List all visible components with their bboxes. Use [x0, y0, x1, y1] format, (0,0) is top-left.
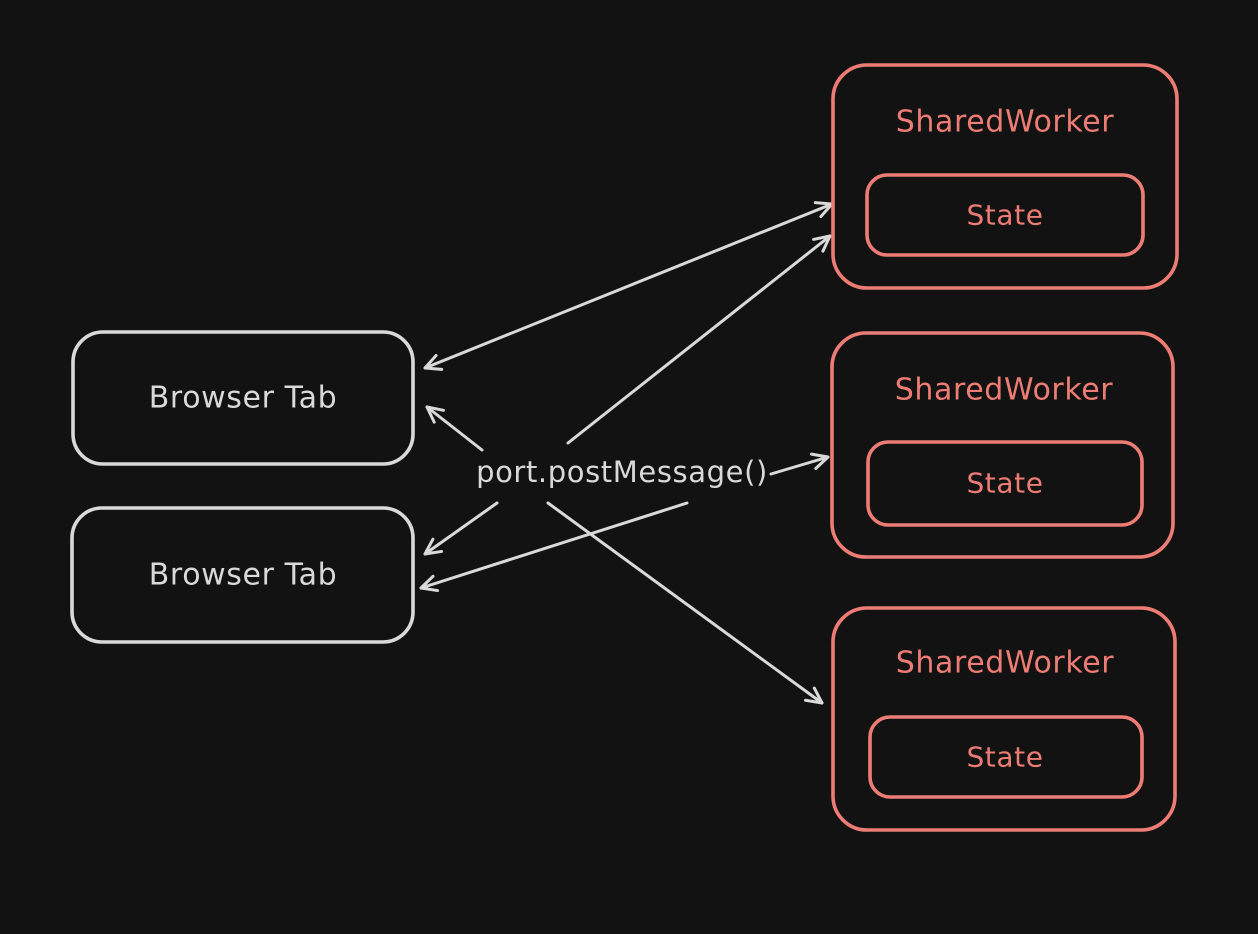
- shared-worker-3-label: SharedWorker: [896, 646, 1115, 681]
- arrow-label-worker3: [546, 501, 824, 705]
- shared-worker-3-state-label: State: [966, 741, 1043, 774]
- shared-worker-3: SharedWorker State: [831, 606, 1177, 832]
- shared-worker-1-box: [831, 63, 1179, 290]
- browser-tab-1-box: [71, 330, 415, 466]
- shared-worker-2: SharedWorker State: [830, 331, 1175, 559]
- shared-worker-2-box: [830, 331, 1175, 559]
- arrow-worker1-tab1: [423, 201, 834, 371]
- browser-tab-1: Browser Tab: [71, 330, 415, 466]
- browser-tab-2: Browser Tab: [70, 506, 415, 644]
- shared-worker-1-label: SharedWorker: [896, 105, 1115, 140]
- arrow-label-tab1: [425, 405, 484, 452]
- shared-worker-3-box: [831, 606, 1177, 832]
- arrow-label-tab2-b: [419, 501, 689, 593]
- browser-tab-2-label: Browser Tab: [149, 558, 338, 593]
- browser-tab-2-box: [70, 506, 415, 644]
- arrow-label-tab2-a: [423, 501, 499, 556]
- shared-worker-2-label: SharedWorker: [895, 373, 1114, 408]
- shared-worker-3-state-box: [868, 715, 1144, 799]
- edges: [419, 201, 834, 705]
- arrow-label-worker2: [769, 452, 830, 476]
- shared-worker-2-state-label: State: [966, 467, 1043, 500]
- shared-worker-1-state-label: State: [966, 199, 1043, 232]
- post-message-label: port.postMessage(): [476, 455, 768, 489]
- arrow-label-worker1: [566, 234, 832, 445]
- browser-tab-1-label: Browser Tab: [149, 381, 338, 416]
- shared-worker-1: SharedWorker State: [831, 63, 1179, 290]
- shared-worker-1-state-box: [865, 173, 1145, 257]
- shared-worker-2-state-box: [866, 440, 1144, 527]
